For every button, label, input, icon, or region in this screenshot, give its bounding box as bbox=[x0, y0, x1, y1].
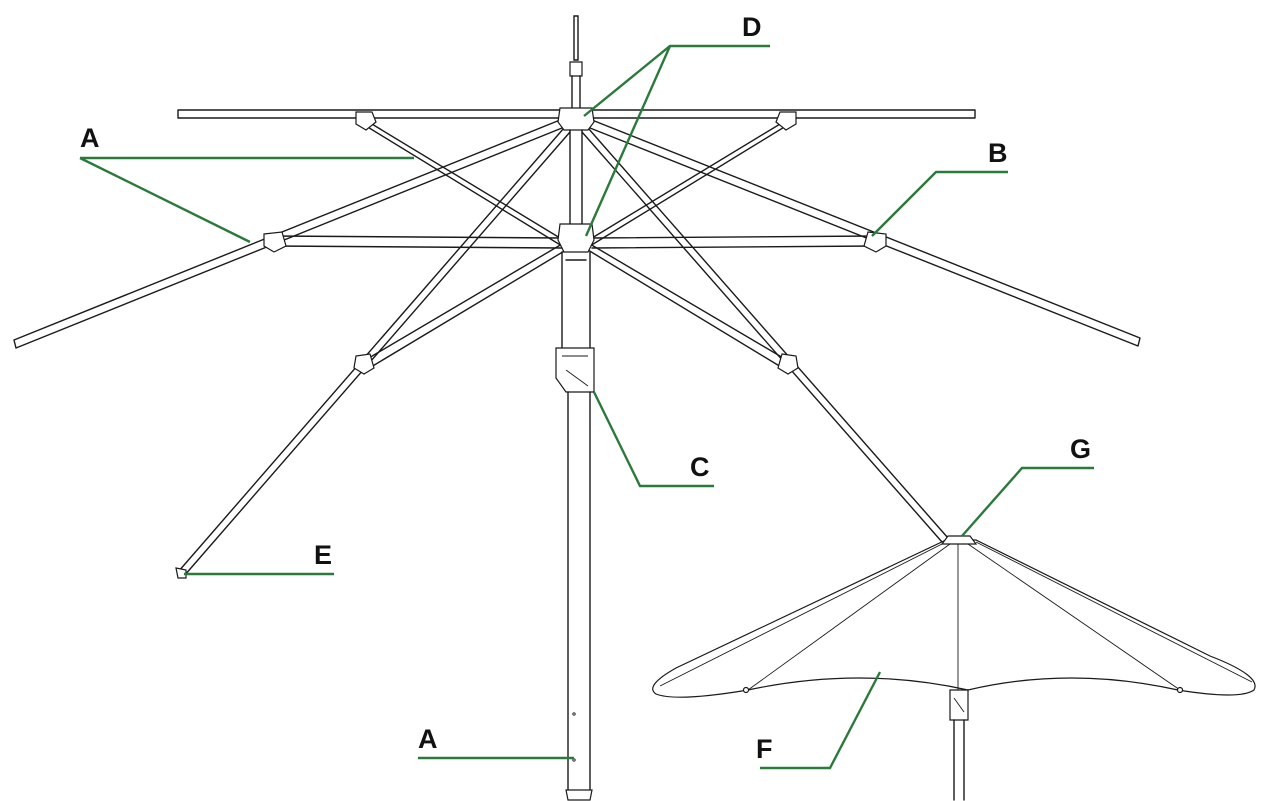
label-D: D bbox=[742, 12, 762, 42]
label-G: G bbox=[1070, 434, 1091, 464]
leader-G bbox=[961, 466, 1094, 537]
umbrella-frame bbox=[13, 15, 1141, 801]
label-B: B bbox=[988, 138, 1008, 168]
label-A-bottom: A bbox=[418, 724, 438, 754]
main-ribs bbox=[13, 109, 1141, 577]
rib-joints bbox=[175, 111, 887, 579]
leader-C bbox=[592, 391, 714, 488]
leader-B bbox=[871, 170, 1008, 237]
leader-D-upper bbox=[583, 44, 770, 117]
leader-lines bbox=[79, 44, 1094, 770]
leader-D-lower bbox=[584, 45, 672, 237]
umbrella-pole bbox=[555, 15, 595, 801]
label-A-top: A bbox=[80, 123, 100, 153]
stretcher-ribs bbox=[271, 117, 877, 371]
canopy-fabric bbox=[652, 539, 1256, 698]
label-E: E bbox=[314, 540, 332, 570]
label-F: F bbox=[756, 734, 773, 764]
part-labels: A B C D E F G A bbox=[80, 12, 1091, 764]
canopy-view bbox=[652, 535, 1256, 801]
label-C: C bbox=[690, 452, 710, 482]
leader-A-top-lower bbox=[79, 156, 251, 244]
leader-F bbox=[760, 671, 882, 770]
